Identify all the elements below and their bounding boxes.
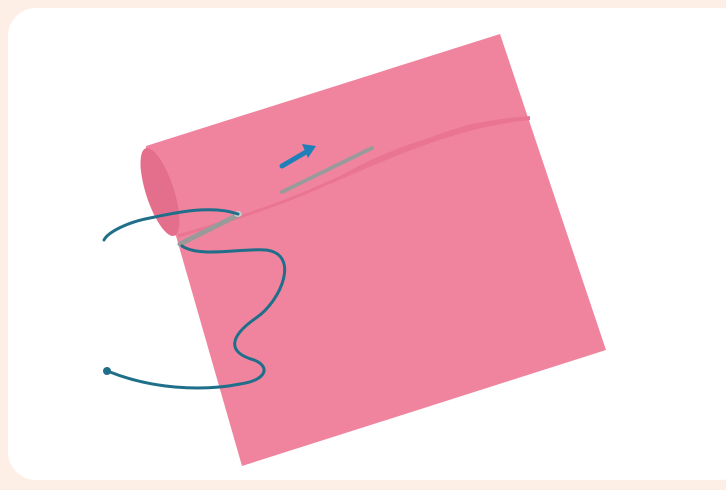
fabric-sheet [146,34,606,466]
thread-end-knot [103,367,111,375]
